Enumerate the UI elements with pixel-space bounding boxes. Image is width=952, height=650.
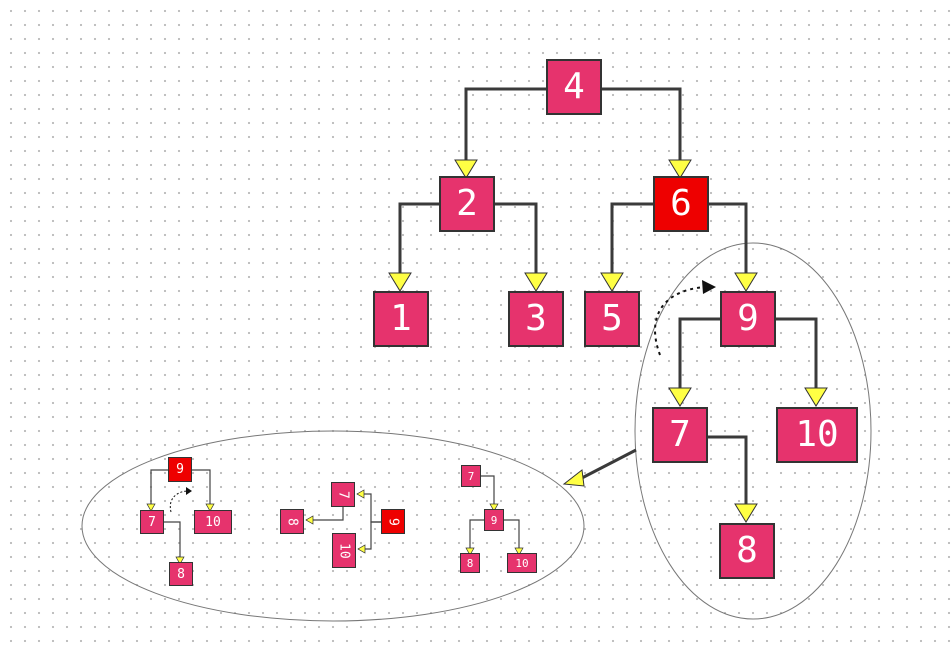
- step3-arrowheads: [465, 503, 524, 556]
- edge-6-5: [610, 202, 654, 278]
- step3-node-10: 10: [507, 553, 537, 573]
- steps-ellipse: [81, 430, 585, 622]
- arrowhead: [562, 469, 585, 487]
- rotation-hint-arrow: [654, 286, 706, 356]
- step1-edges: [150, 469, 211, 560]
- edge-4-6: [601, 87, 682, 164]
- edge-4-2: [464, 87, 547, 164]
- node-8: 8: [719, 523, 775, 579]
- arrowhead: [734, 272, 758, 292]
- edge-9-10: [776, 317, 818, 392]
- arrowhead: [454, 159, 478, 179]
- step1-rotation-hint-arrow: [169, 490, 188, 513]
- edge-2-3: [494, 202, 538, 278]
- zoom-ellipse: [634, 242, 872, 620]
- step1-node-7: 7: [140, 510, 164, 534]
- node-5: 5: [584, 291, 640, 347]
- node-1: 1: [373, 291, 429, 347]
- step3-node-9: 9: [484, 509, 504, 531]
- rotation-hint-arrowhead: [702, 280, 716, 294]
- arrowhead: [668, 159, 692, 179]
- node-6-highlighted: 6: [653, 176, 709, 232]
- arrowhead: [668, 387, 692, 407]
- step2-node-10: 10: [332, 533, 356, 568]
- step1-node-8: 8: [169, 562, 193, 586]
- step2-node-7: 7: [331, 482, 355, 507]
- step1-rotation-hint-arrowhead: [186, 487, 192, 495]
- node-4: 4: [546, 59, 602, 115]
- edge-7-8: [708, 435, 748, 508]
- edge-9-7: [678, 317, 722, 392]
- arrowhead: [600, 272, 624, 292]
- main-tree-edges: [398, 87, 818, 508]
- node-9: 9: [720, 291, 776, 347]
- step1-node-9-highlighted: 9: [168, 457, 192, 482]
- edge-zoom-to-steps: [577, 448, 637, 482]
- step3-node-7: 7: [461, 465, 481, 487]
- arrowhead: [804, 387, 828, 407]
- step2-node-8: 8: [280, 509, 304, 534]
- step2-node-9-highlighted: 9: [381, 509, 405, 534]
- step3-node-8: 8: [460, 553, 480, 573]
- arrowhead: [388, 272, 412, 292]
- step1-arrowheads: [146, 503, 215, 565]
- step2-arrowheads: [305, 489, 366, 554]
- node-3: 3: [508, 291, 564, 347]
- edge-6-9: [708, 202, 748, 278]
- arrowhead: [734, 503, 758, 523]
- arrowhead: [524, 272, 548, 292]
- step3-edges: [469, 475, 520, 551]
- main-tree-arrowheads: [388, 159, 828, 523]
- node-7: 7: [652, 407, 708, 463]
- edge-2-1: [398, 202, 440, 278]
- node-2: 2: [439, 176, 495, 232]
- step1-node-10: 10: [194, 510, 232, 534]
- node-10: 10: [776, 407, 858, 463]
